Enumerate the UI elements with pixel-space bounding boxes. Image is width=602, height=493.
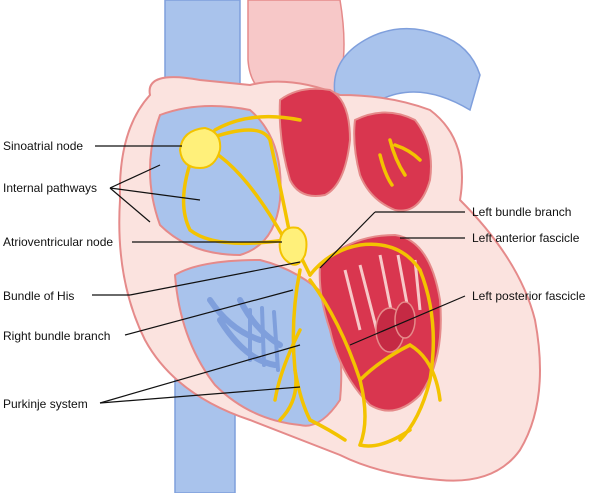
label-left-bundle-branch: Left bundle branch: [472, 205, 571, 219]
right-ventricle: [173, 258, 343, 427]
left-ventricle: [318, 233, 442, 412]
label-left-anterior-fascicle: Left anterior fascicle: [472, 231, 580, 245]
label-atrioventricular-node: Atrioventricular node: [3, 235, 113, 249]
leader-lines: [92, 145, 466, 404]
label-bundle-of-his: Bundle of His: [3, 289, 74, 303]
sinoatrial-node-shape: [178, 126, 222, 170]
label-internal-pathways: Internal pathways: [3, 181, 97, 195]
label-sinoatrial-node: Sinoatrial node: [3, 139, 83, 153]
conduction-system: [181, 114, 442, 448]
left-atrium: [278, 87, 432, 212]
pulmonary-artery: [333, 27, 481, 112]
atrioventricular-node-shape: [278, 226, 308, 266]
conduction-nodes: [178, 126, 308, 266]
label-right-bundle-branch: Right bundle branch: [3, 329, 110, 343]
labels: Sinoatrial node Internal pathways Atriov…: [3, 139, 586, 411]
label-left-posterior-fascicle: Left posterior fascicle: [472, 289, 586, 303]
label-purkinje-system: Purkinje system: [3, 397, 88, 411]
